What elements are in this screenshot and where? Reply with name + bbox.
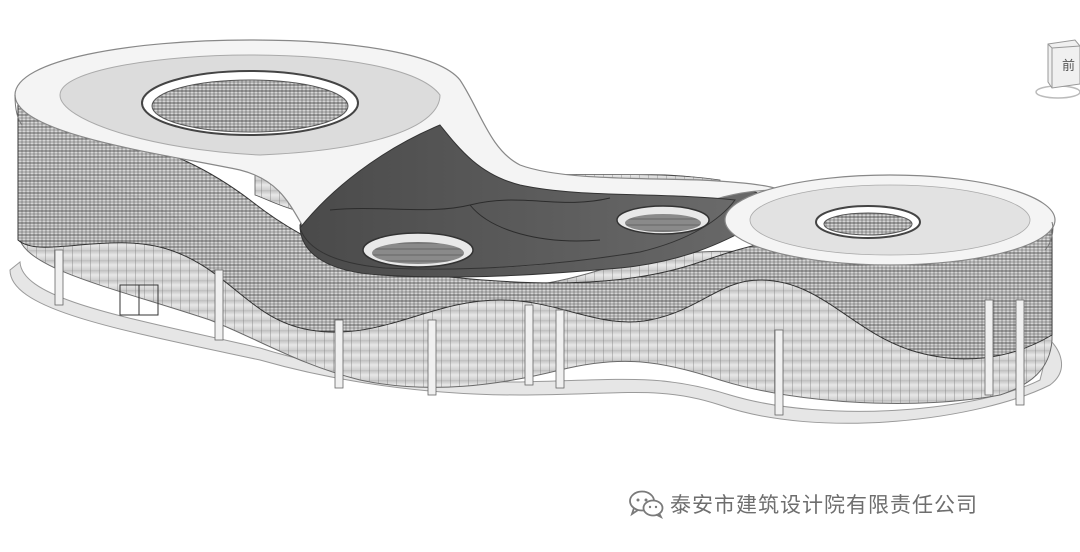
watermark-text: 泰安市建筑设计院有限责任公司 bbox=[670, 493, 978, 517]
wechat-icon bbox=[629, 490, 664, 519]
roof-edge-band bbox=[14, 94, 1054, 251]
skylight-left-glass bbox=[151, 79, 349, 133]
view-cube-face-label: 前 bbox=[1062, 59, 1076, 74]
courtyard-opening-1-inner bbox=[372, 242, 464, 264]
skylight-right-glass bbox=[823, 212, 913, 236]
columns bbox=[54, 249, 1025, 416]
watermark: 泰安市建筑设计院有限责任公司 bbox=[628, 489, 978, 519]
courtyard-opening-2-inner bbox=[625, 214, 701, 232]
courtyard-paving bbox=[329, 197, 611, 242]
view-cube-icon[interactable] bbox=[1030, 34, 1080, 104]
entrance-doors bbox=[119, 284, 159, 316]
